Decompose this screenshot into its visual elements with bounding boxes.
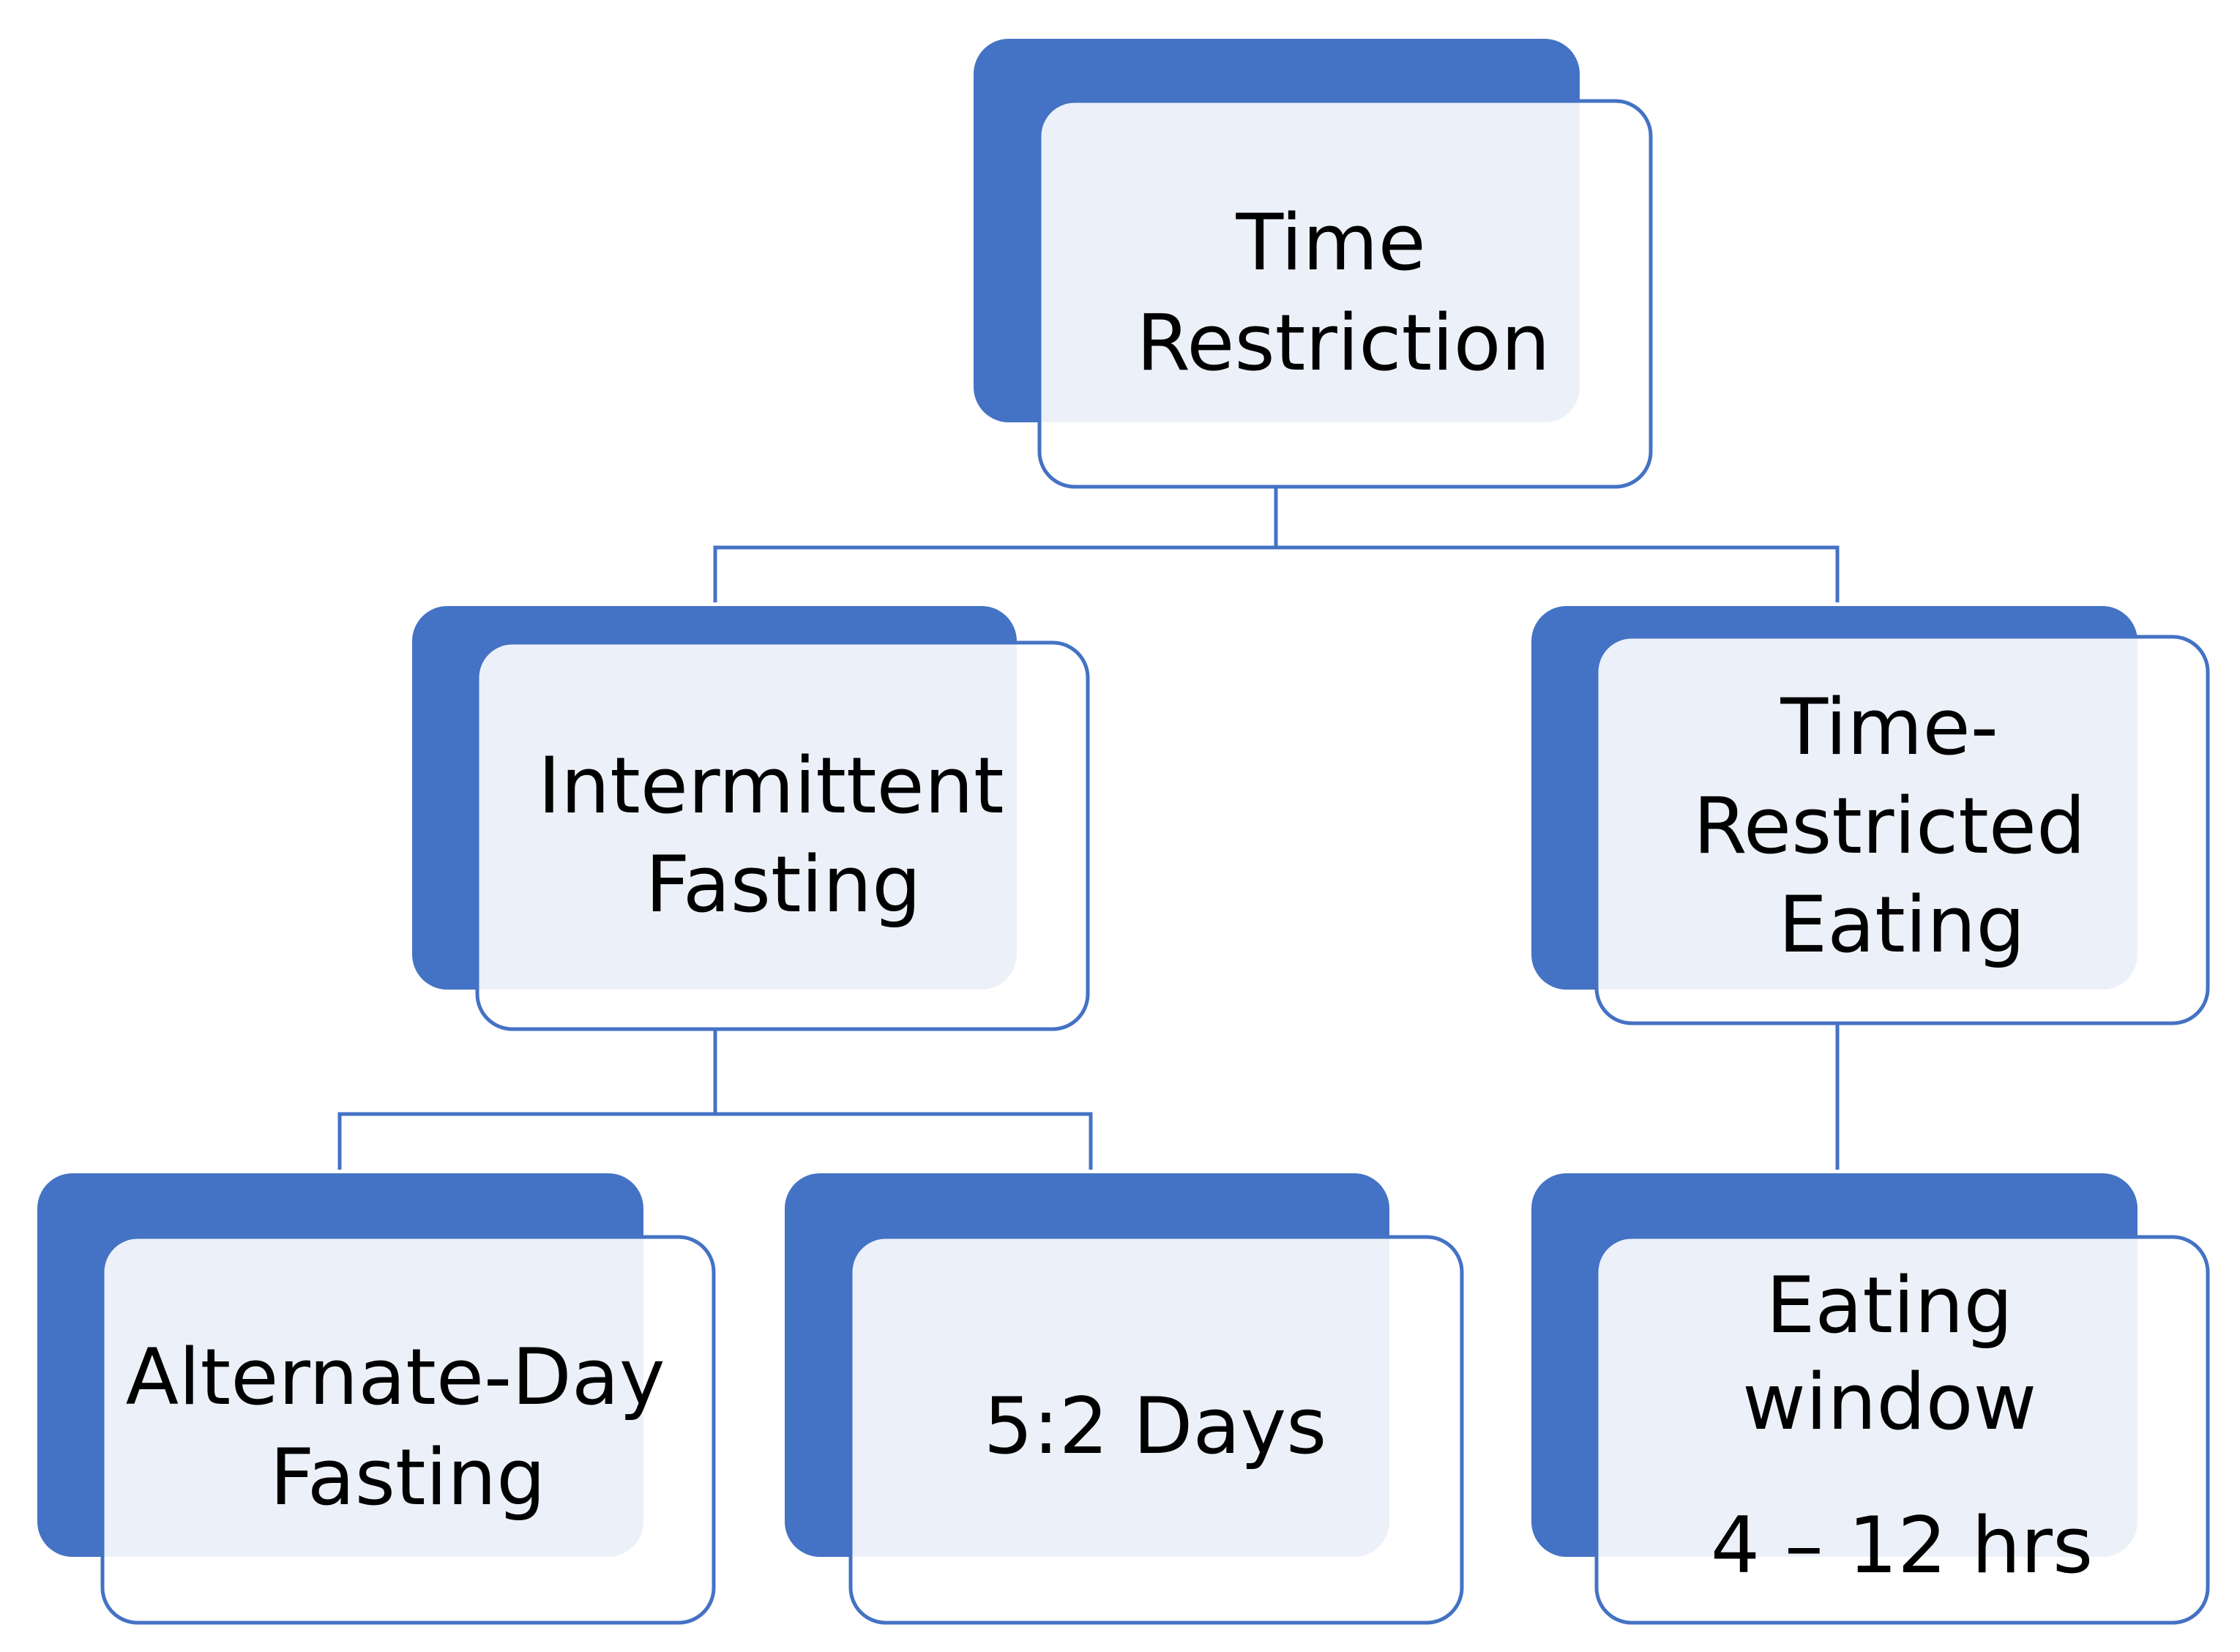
- node-five-two-days: 5:2 Days: [785, 1173, 1464, 1625]
- connector-intermittent-fasting-to-alternate-day-fasting: [337, 1028, 717, 1170]
- node-label-line: Eating: [1766, 1260, 2012, 1350]
- node-label-line: 4 – 12 hrs: [1711, 1500, 2093, 1591]
- connector-root-to-time-restricted-eating: [1276, 545, 1840, 602]
- node-card: [848, 1235, 1464, 1625]
- node-label-line: 5:2 Days: [984, 1381, 1327, 1471]
- connectors: [337, 487, 1840, 1170]
- node-label-line: Restriction: [1136, 298, 1550, 388]
- connector-intermittent-fasting-to-five-two-days: [715, 1112, 1093, 1170]
- node-eating-window: Eating window 4 – 12 hrs: [1531, 1173, 2210, 1625]
- node-label-line: Fasting: [646, 840, 922, 930]
- node-label: Eating window 4 – 12 hrs: [1711, 1260, 2093, 1591]
- node-label: Alternate-Day Fasting: [126, 1332, 690, 1522]
- node-label: Intermittent Fasting: [538, 741, 1028, 930]
- node-label-line: Time-: [1780, 682, 1998, 772]
- node-label-line: Eating: [1778, 880, 2025, 970]
- node-label: Time- Restricted Eating: [1693, 682, 2110, 970]
- node-card: [1037, 99, 1653, 489]
- node-card: [475, 640, 1090, 1031]
- node-card: [1594, 1235, 2210, 1625]
- node-label-line: Intermittent: [538, 741, 1004, 831]
- node-label-line: Fasting: [270, 1432, 546, 1522]
- node-label: 5:2 Days: [984, 1381, 1327, 1471]
- connector-root-to-intermittent-fasting: [713, 487, 1278, 602]
- node-label-line: Restricted: [1693, 781, 2086, 871]
- node-label: Time Restriction: [1136, 198, 1550, 388]
- node-time-restriction: Time Restriction: [974, 39, 1653, 489]
- node-intermittent-fasting: Intermittent Fasting: [412, 606, 1090, 1031]
- node-label-line: window: [1742, 1357, 2036, 1447]
- node-label-line: Alternate-Day: [126, 1332, 665, 1422]
- node-alternate-day-fasting: Alternate-Day Fasting: [37, 1173, 716, 1625]
- node-time-restricted-eating: Time- Restricted Eating: [1531, 606, 2210, 1025]
- node-card: [100, 1235, 716, 1625]
- node-label-line: Time: [1235, 198, 1425, 288]
- node-card: [1594, 635, 2210, 1025]
